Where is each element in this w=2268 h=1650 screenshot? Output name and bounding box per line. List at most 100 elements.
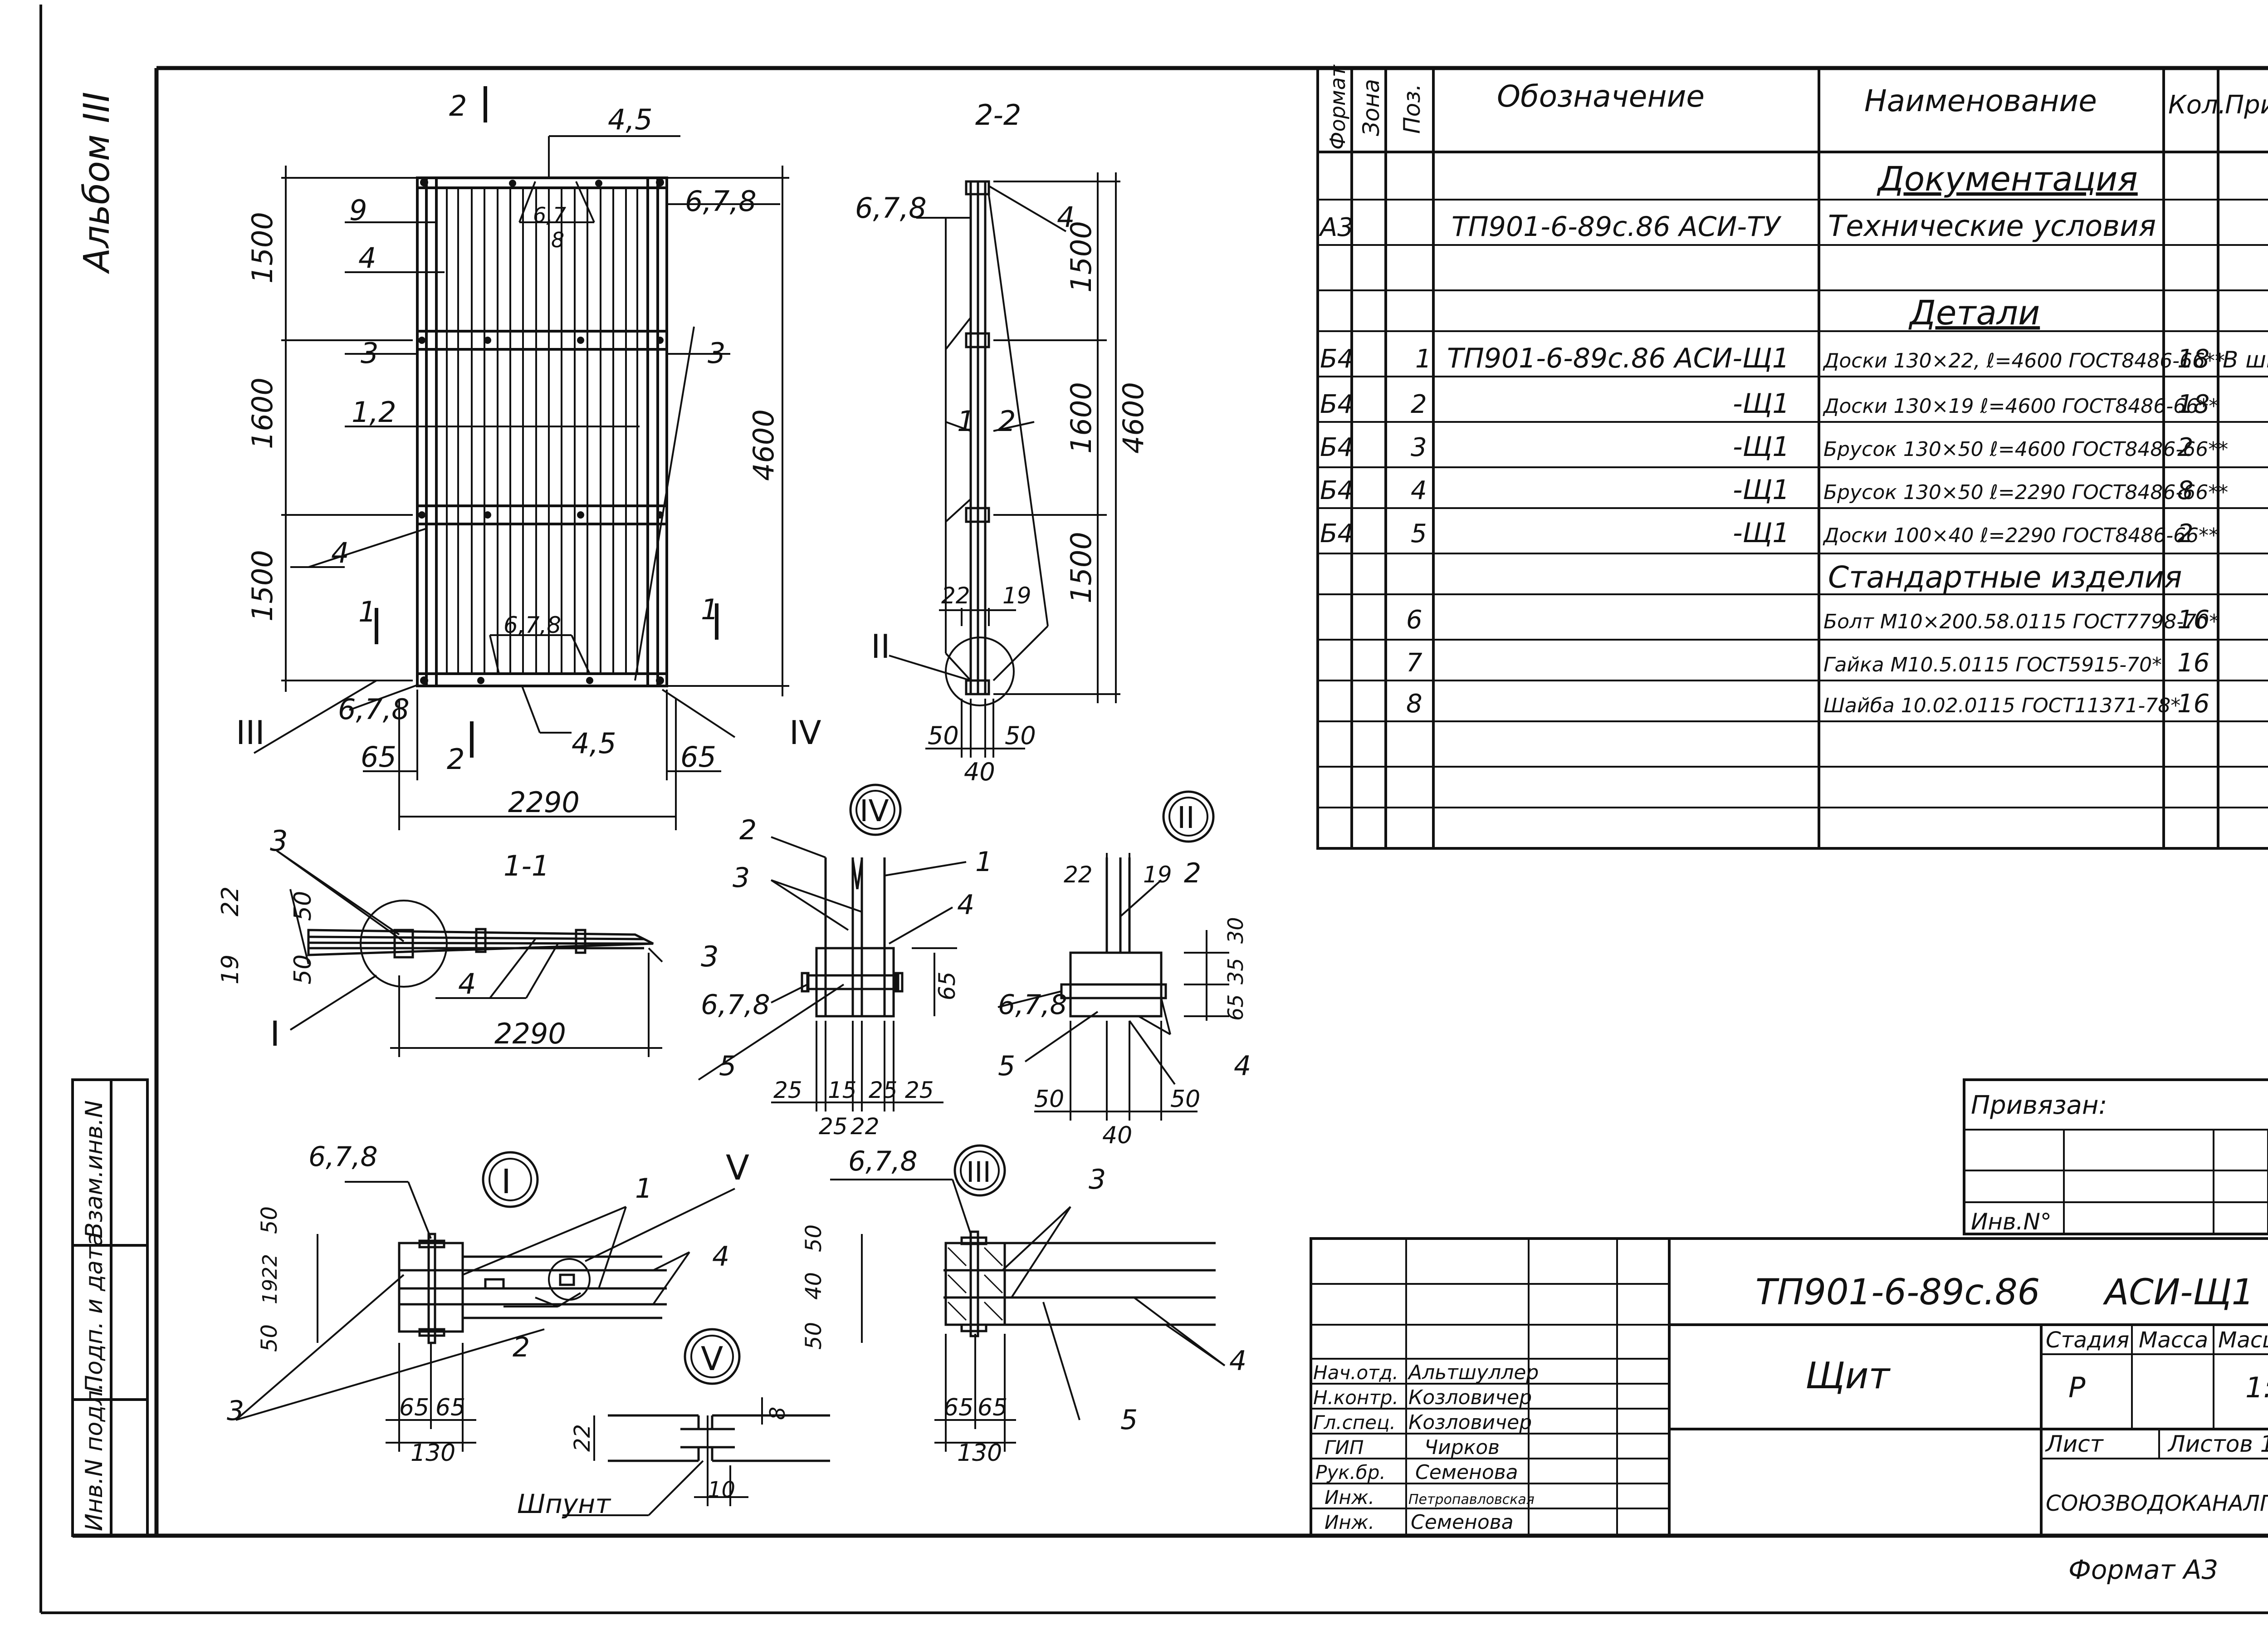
sect11-d22: 22 (217, 886, 244, 916)
sect11-pos3a: 3 (270, 824, 288, 857)
spec-row-qty: 8 (2177, 476, 2194, 505)
spec-row-format: Б4 (1320, 476, 1354, 505)
detV-d10: 10 (708, 1477, 735, 1503)
detIV-d25c: 25 (905, 1077, 934, 1103)
spec-row-format: Б4 (1320, 433, 1354, 462)
sect11-view-I: I (270, 1014, 280, 1054)
spec-row-qty: 18 (2177, 344, 2209, 374)
detV-d8: 8 (765, 1407, 790, 1420)
detII-callout: 6,7,8 (998, 989, 1067, 1021)
spec-header-qty: Кол. (2168, 90, 2226, 120)
plan-dim-1500b: 1500 (246, 550, 279, 622)
plan-section-mark-bottom: 2 (447, 743, 464, 776)
plan-corner-callout-left: 6,7,8 (338, 693, 410, 726)
plan-inner-callout-bottom: 6,7,8 (503, 612, 561, 638)
detI-d65a: 65 (399, 1394, 429, 1421)
title-person-name: Козловичер (1408, 1411, 1532, 1434)
binding-label: Привязан: (1971, 1091, 2107, 1120)
sect11-dim-2290: 2290 (494, 1017, 566, 1050)
spec-row-designation: -Щ1 (1733, 517, 1789, 549)
plan-inner-callout-b: 8 (551, 228, 564, 252)
detI-p1: 1 (635, 1173, 652, 1204)
detI-d130: 130 (411, 1439, 455, 1467)
title-person-name: Козловичер (1408, 1386, 1532, 1409)
spec-row-qty: 16 (2177, 605, 2209, 635)
plan-pos-4b: 4 (331, 536, 349, 569)
sect11-pos3b: 3 (701, 940, 719, 973)
detIV-p1: 1 (975, 846, 992, 878)
detIII-d65a: 65 (943, 1394, 973, 1421)
spec-row-pos: 2 (1411, 390, 1427, 419)
spec-table-grid (1316, 67, 2268, 850)
spec-row-note: В шпунт (2223, 347, 2268, 373)
detIV-d15: 15 (828, 1077, 857, 1103)
plan-dim-4600: 4600 (747, 409, 780, 481)
sect22-callout: 6,7,8 (855, 191, 927, 225)
left-strip (71, 1078, 149, 1537)
detI-d19: 19 (259, 1279, 282, 1304)
detI-mark: I (501, 1162, 511, 1201)
sect22-view-II: II (871, 627, 890, 666)
spec-row-pos: 8 (1406, 689, 1422, 719)
sect22-d19: 19 (1002, 583, 1031, 609)
spec-row-pos: 1 (1415, 344, 1432, 374)
sect11-d50a: 50 (289, 891, 317, 921)
detIV-d65: 65 (934, 971, 960, 1000)
spec-row-pos: 7 (1406, 648, 1422, 678)
spec-header-name: Наименование (1864, 83, 2097, 118)
spec-row-format: Б4 (1320, 390, 1354, 419)
spec-row-name: Гайка М10.5.0115 ГОСТ5915-70* (1823, 653, 2162, 676)
spec-row-qty: 16 (2177, 689, 2209, 719)
detII-p5: 5 (998, 1050, 1015, 1082)
spec-table-rows (1318, 199, 2268, 808)
detIII-mark: III (966, 1155, 991, 1189)
plan-pos-12: 1,2 (352, 396, 396, 429)
detI-d50a: 50 (257, 1206, 282, 1234)
detV-label: Шпунт (517, 1488, 611, 1519)
detIII-d40: 40 (801, 1272, 826, 1300)
format-label: Формат А3 (2068, 1554, 2218, 1585)
plan-cut-1-left: 1 (358, 595, 376, 628)
spec-row-designation: ТП901-6-89с.86 АСИ-Щ1 (1447, 343, 1789, 374)
detI-d22: 22 (259, 1254, 282, 1279)
spec-row-name: Доски 130×19 ℓ=4600 ГОСТ8486-66** (1823, 395, 2219, 418)
detail-IV: IV 2 3 1 4 6,7,8 5 65 25 15 25 25 25 22 (698, 783, 992, 1140)
title-block-grid (1310, 1237, 2268, 1537)
spec-row-name: Технические условия (1828, 210, 2156, 243)
spec-row-format: Б4 (1320, 344, 1354, 374)
sect22-dim-1600: 1600 (1065, 382, 1098, 454)
sect22-dim-1500b: 1500 (1065, 532, 1098, 603)
title-doc: АСИ-Щ1 (2102, 1272, 2254, 1313)
spec-section-std: Стандартные изделия (1828, 560, 2182, 595)
plan-top-callout: 4,5 (608, 103, 653, 136)
section-1-1: 1-1 3 3 4 22 50 19 50 2290 I (217, 824, 719, 1057)
detIV-p5: 5 (719, 1050, 736, 1082)
detail-III: III 6,7,8 3 4 5 50 40 50 65 65 130 (801, 1144, 1246, 1467)
sect11-pos4: 4 (458, 967, 476, 1000)
detIV-p4: 4 (957, 889, 974, 921)
spec-row-name: Шайба 10.02.0115 ГОСТ11371-78* (1823, 694, 2180, 717)
detV-mark: V (701, 1340, 723, 1378)
plan-cut-1-right: 1 (701, 593, 719, 626)
title-person-name: Чирков (1424, 1436, 1500, 1459)
detIV-p2: 2 (739, 814, 757, 846)
detail-I: I 6,7,8 1 V 4 2 3 50 22 19 50 65 65 130 (227, 1141, 749, 1467)
plan-section-mark-top: 2 (449, 89, 467, 122)
plan-corner-callout-right: 6,7,8 (685, 185, 757, 218)
binding-box (1963, 1078, 2268, 1235)
detIV-mark: IV (860, 793, 889, 828)
detII-d65: 65 (1223, 994, 1248, 1021)
detII-d30: 30 (1223, 917, 1248, 944)
detI-d50b: 50 (257, 1324, 282, 1352)
plan-inner-callout-a: 6,7 (533, 203, 566, 227)
spec-row-qty: 18 (2177, 390, 2209, 419)
detIII-p5: 5 (1120, 1404, 1138, 1436)
title-person-role: Гл.спец. (1313, 1411, 1396, 1434)
title-person-name: Семенова (1415, 1461, 1518, 1484)
spec-row-designation: -Щ1 (1733, 388, 1789, 420)
plan-view: 2 2 4,5 4,5 6,7,8 6,7,8 6,7,8 6,7 8 9 4 … (236, 86, 821, 830)
sect11-d19: 19 (217, 955, 244, 984)
detIV-d25a: 25 (773, 1077, 802, 1103)
title-person-name: Петропавловская (1408, 1492, 1535, 1508)
detII-mark: II (1177, 800, 1195, 835)
